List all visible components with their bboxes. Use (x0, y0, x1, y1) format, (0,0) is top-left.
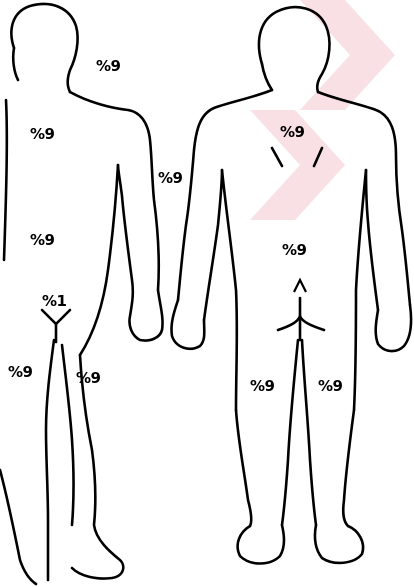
back-right-inner-arm (366, 170, 378, 310)
back-figure (171, 7, 411, 563)
front-head-outline (11, 4, 77, 92)
back-torso-right (354, 170, 366, 410)
back-lower-label: %9 (282, 242, 306, 258)
front-groin-label: %1 (42, 293, 66, 309)
front-torso-side (80, 165, 118, 355)
back-left-inner-arm (204, 170, 222, 320)
back-arrow-icon (294, 280, 306, 292)
front-right-leg-label: %9 (76, 370, 100, 386)
back-left-hand (171, 300, 204, 349)
back-left-foot (238, 525, 284, 564)
back-right-leg-label: %9 (318, 378, 342, 394)
front-left-leg-label: %9 (8, 364, 32, 380)
front-figure (0, 4, 163, 584)
back-leg-inner-right (302, 340, 316, 525)
front-head-left (13, 48, 18, 80)
front-abdomen-label: %9 (30, 232, 54, 248)
back-leg-outer-right (343, 410, 354, 526)
back-leg-inner-left (282, 340, 298, 525)
front-shoulder-outline (70, 92, 159, 290)
front-groin-outline (42, 310, 70, 324)
back-right-hand (376, 305, 411, 351)
back-leg-outer-left (236, 410, 251, 526)
back-right-foot (315, 525, 363, 563)
front-head-label: %9 (96, 58, 120, 74)
back-left-leg-label: %9 (250, 378, 274, 394)
front-chest-label: %9 (30, 126, 54, 142)
back-torso-left (222, 170, 237, 410)
front-left-shin (0, 470, 36, 584)
front-left-leg-inner (46, 340, 54, 580)
front-right-leg-outer (72, 355, 123, 579)
back-upper-label: %9 (280, 124, 304, 140)
front-right-leg-inner (62, 345, 74, 525)
front-left-edge (4, 100, 7, 260)
front-arm-outline (118, 165, 163, 341)
front-arm-label: %9 (158, 170, 182, 186)
back-shoulder-blade-left (272, 148, 282, 166)
